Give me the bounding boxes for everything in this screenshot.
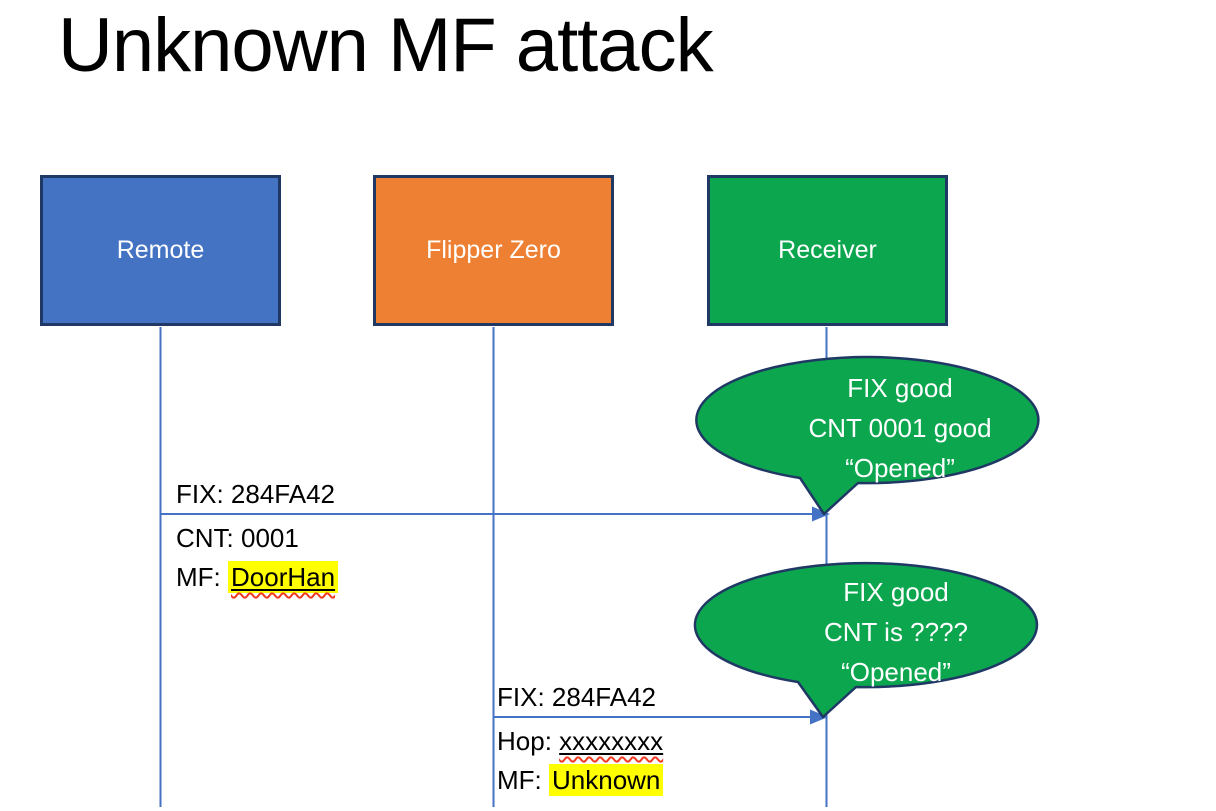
bubble-2-line-2: CNT is ????: [823, 617, 969, 647]
bubble-1-text: FIX good CNT 0001 good “Opened”: [735, 368, 1065, 488]
bubble-2-text: FIX good CNT is ???? “Opened”: [731, 572, 1061, 692]
message-1-line-cnt: CNT: 0001: [176, 523, 299, 553]
bubble-1-line-3: “Opened”: [845, 453, 955, 483]
message-2-hop-value: xxxxxxxx: [559, 726, 664, 756]
actor-box-receiver: Receiver: [707, 175, 948, 326]
message-1-line-mf: MF: DoorHan: [176, 558, 339, 597]
message-2-label-below: Hop: xxxxxxxx MF: Unknown: [497, 722, 664, 800]
speech-bubble-1: [695, 355, 1040, 516]
message-1-mf-prefix: MF:: [176, 562, 228, 592]
actor-box-remote: Remote: [40, 175, 281, 326]
message-1-mf-value: DoorHan: [231, 562, 336, 592]
message-1-label-below: CNT: 0001 MF: DoorHan: [176, 519, 339, 597]
bubble-1-line-1: FIX good: [847, 373, 953, 403]
speech-bubble-2: [693, 561, 1039, 719]
actor-label-remote: Remote: [116, 236, 205, 264]
bubble-2-line-3: “Opened”: [841, 657, 951, 687]
arrowhead-1-icon: [812, 506, 830, 522]
actor-label-flipper-zero: Flipper Zero: [426, 236, 561, 264]
message-2-label-above: FIX: 284FA42: [497, 682, 656, 712]
message-2-line-hop: Hop: xxxxxxxx: [497, 722, 663, 761]
message-2-hop-value-squiggle: xxxxxxxx: [559, 726, 663, 756]
message-1-label-above: FIX: 284FA42: [176, 479, 335, 509]
slide-title: Unknown MF attack: [58, 3, 714, 88]
message-2-mf-prefix: MF:: [497, 765, 549, 795]
bubble-1-line-2: CNT 0001 good: [808, 413, 992, 443]
actor-label-receiver: Receiver: [778, 236, 877, 264]
actor-box-flipper-zero: Flipper Zero: [373, 175, 614, 326]
message-2-line-mf: MF: Unknown: [497, 761, 664, 800]
bubble-2-line-1: FIX good: [843, 577, 949, 607]
message-2-hop-prefix: Hop:: [497, 726, 560, 756]
arrowhead-2-icon: [810, 709, 828, 725]
message-1-mf-value-highlight: DoorHan: [228, 561, 339, 593]
message-2-mf-value: Unknown: [549, 764, 664, 796]
